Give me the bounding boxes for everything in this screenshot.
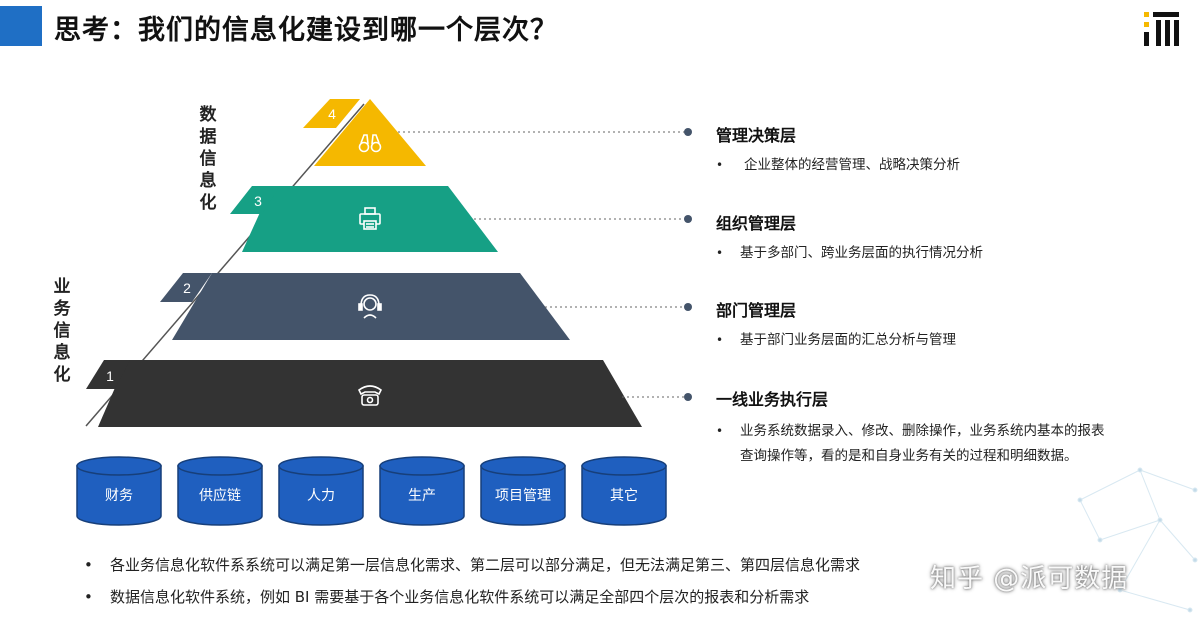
- system-drum-3: [278, 456, 364, 526]
- layer-number-tab-1: [86, 360, 130, 389]
- business-info-label: 业务信息化: [53, 277, 71, 385]
- bottom-note-1: • 各业务信息化软件系系统可以满足第一层信息化需求、第二层可以部分满足，但无法满足…: [84, 554, 860, 575]
- slide-title: 思考：我们的信息化建设到哪一个层次？: [54, 15, 558, 46]
- headset-icon: [358, 294, 382, 319]
- connector-dot-3: [684, 215, 692, 223]
- network-decoration: [1077, 467, 1198, 613]
- printer-icon: [359, 207, 381, 230]
- system-label-supply-chain: 供应链: [199, 488, 241, 504]
- layer-desc-text-1: 业务系统数据录入、修改、删除操作，业务系统内基本的报表查询操作等，看的是和自身业…: [740, 423, 1105, 464]
- system-drum-6: [581, 456, 667, 526]
- layer-number-1: 1: [106, 368, 114, 384]
- layer-number-2: 2: [183, 280, 191, 296]
- system-drum-4: [379, 456, 465, 526]
- layer-desc-4: • 企业整体的经营管理、战略决策分析: [716, 153, 1046, 178]
- bullet-icon: •: [716, 333, 724, 347]
- layer-title-2: 部门管理层: [716, 301, 797, 320]
- connector-dot-1: [684, 393, 692, 401]
- bullet-icon: •: [716, 158, 724, 172]
- pyramid-layer-1: [98, 360, 642, 427]
- system-label-finance: 财务: [105, 488, 133, 504]
- layer-desc-text-3: 基于多部门、跨业务层面的执行情况分析: [740, 245, 983, 261]
- layer-number-3: 3: [254, 193, 262, 209]
- system-drum-1: [76, 456, 162, 526]
- layer-number-tab-2: [160, 273, 212, 302]
- system-drums: [76, 456, 667, 526]
- bullet-icon: •: [84, 588, 93, 606]
- layer-desc-1: • 业务系统数据录入、修改、删除操作，业务系统内基本的报表查询操作等，看的是和自身…: [716, 419, 1116, 469]
- system-label-hr: 人力: [307, 488, 335, 504]
- bottom-note-text-1: 各业务信息化软件系系统可以满足第一层信息化需求、第二层可以部分满足，但无法满足第…: [110, 556, 861, 574]
- system-label-other: 其它: [610, 488, 638, 504]
- pai-ke-logo-icon: [1144, 12, 1179, 46]
- layer-desc-2: • 基于部门业务层面的汇总分析与管理: [716, 328, 1046, 353]
- bullet-icon: •: [716, 246, 724, 260]
- bullet-icon: •: [84, 556, 93, 574]
- system-label-project: 项目管理: [495, 488, 551, 504]
- layer-desc-3: • 基于多部门、跨业务层面的执行情况分析: [716, 241, 1046, 266]
- layer-number-tab-4: [303, 99, 360, 128]
- bottom-note-text-2: 数据信息化软件系统，例如 BI 需要基于各个业务信息化软件系统可以满足全部四个层…: [110, 588, 810, 606]
- system-drum-5: [480, 456, 566, 526]
- pyramid-layer-3: [242, 186, 498, 252]
- layer-title-1: 一线业务执行层: [716, 390, 829, 409]
- watermark: 知乎 @派可数据: [930, 564, 1129, 594]
- system-label-production: 生产: [408, 488, 436, 504]
- connector-dot-4: [684, 128, 692, 136]
- bottom-note-2: • 数据信息化软件系统，例如 BI 需要基于各个业务信息化软件系统可以满足全部四个…: [84, 586, 809, 607]
- pyramid-layer-2: [172, 273, 570, 340]
- pyramid-layer-4: [314, 99, 426, 166]
- binoculars-icon: [358, 134, 382, 153]
- layer-desc-text-4: 企业整体的经营管理、战略决策分析: [744, 157, 960, 173]
- layer-number-tab-3: [230, 186, 280, 214]
- layer-title-3: 组织管理层: [716, 214, 797, 233]
- data-info-label: 数据信息化: [199, 105, 217, 213]
- layer-desc-text-2: 基于部门业务层面的汇总分析与管理: [740, 332, 956, 348]
- title-accent-bar: [0, 6, 42, 46]
- layer-title-4: 管理决策层: [716, 126, 797, 145]
- connector-dot-2: [684, 303, 692, 311]
- bullet-icon: •: [716, 424, 724, 438]
- system-drum-2: [177, 456, 263, 526]
- layer-number-4: 4: [328, 106, 336, 122]
- telephone-icon: [357, 385, 383, 406]
